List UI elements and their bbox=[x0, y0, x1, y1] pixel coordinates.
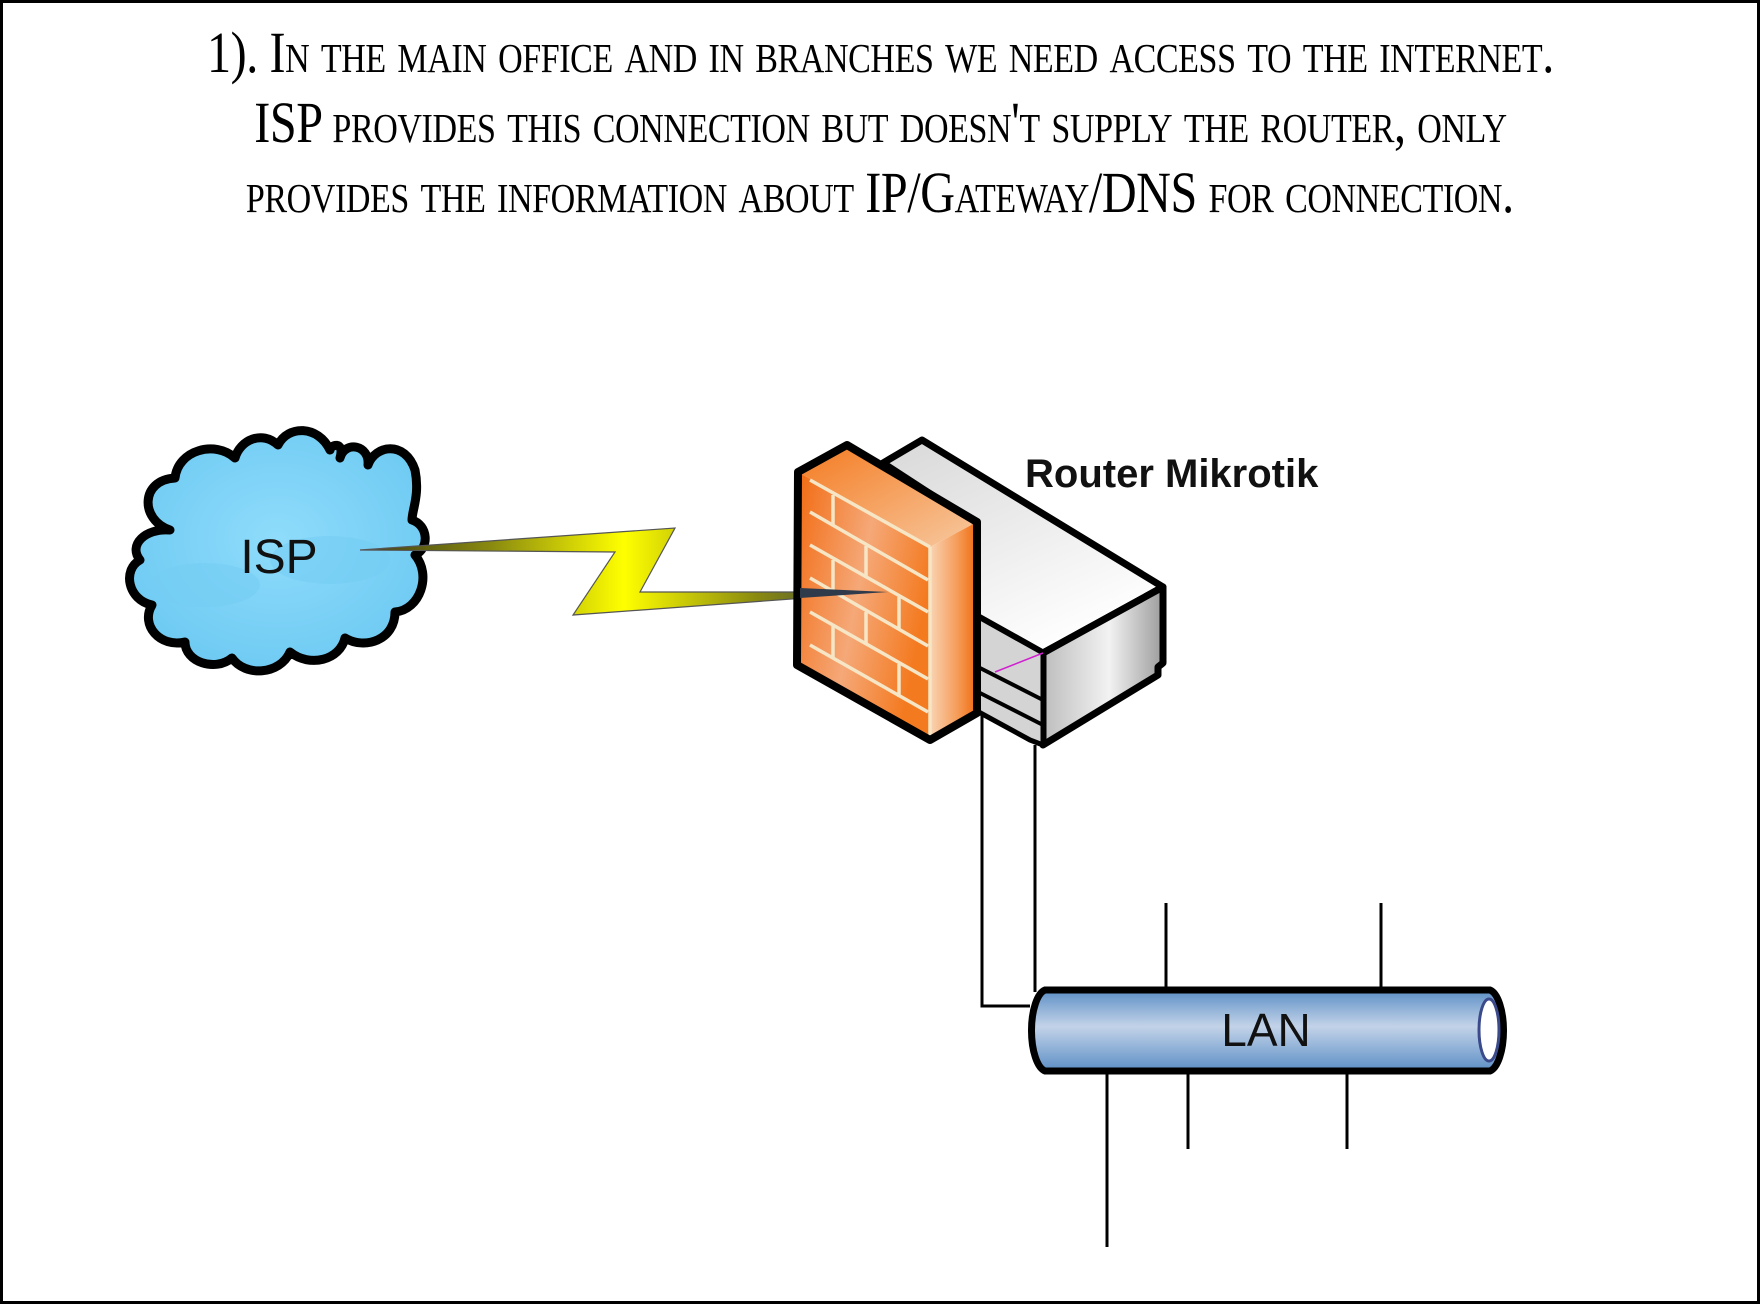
heading-line-1-text: 1). In the main office and in branches w… bbox=[206, 20, 1554, 85]
lan-bus[interactable]: LAN bbox=[1027, 986, 1508, 1075]
heading-line-1: 1). In the main office and in branches w… bbox=[0, 18, 1760, 88]
isp-cloud[interactable]: ISP bbox=[125, 426, 430, 676]
router-port-accent bbox=[994, 652, 1044, 673]
heading-line-3-text: provides the information about IP/Gatewa… bbox=[246, 160, 1514, 225]
router-port-line-2 bbox=[979, 691, 1044, 727]
firewall-icon bbox=[793, 441, 981, 744]
cloud-highlight bbox=[270, 536, 390, 584]
firewall-bricks bbox=[809, 478, 932, 740]
heading-line-2: ISP provides this connection but doesn't… bbox=[0, 88, 1760, 158]
heading-line-2-text: ISP provides this connection but doesn't… bbox=[253, 90, 1507, 155]
router-port-line-1 bbox=[979, 666, 1044, 702]
router-lan-wire-1 bbox=[980, 713, 1030, 1008]
router-label: Router Mikrotik bbox=[1025, 452, 1319, 496]
lan-bus-icon bbox=[1027, 986, 1508, 1075]
firewall-outline bbox=[793, 441, 981, 744]
slide-heading: 1). In the main office and in branches w… bbox=[0, 18, 1760, 228]
firewall-side-face bbox=[930, 522, 977, 740]
router-device[interactable]: Router Mikrotik bbox=[793, 436, 1319, 749]
lan-bus-end bbox=[1477, 997, 1501, 1063]
isp-label: ISP bbox=[240, 531, 317, 584]
cloud-highlight-2 bbox=[150, 563, 260, 607]
lan-drops bbox=[1105, 903, 1383, 1247]
heading-line-3: provides the information about IP/Gatewa… bbox=[0, 158, 1760, 228]
firewall-front-face bbox=[797, 472, 930, 740]
firewall-top-face bbox=[798, 445, 977, 547]
lan-label: LAN bbox=[1221, 1004, 1310, 1056]
lightning-bolt-tip bbox=[800, 588, 888, 598]
